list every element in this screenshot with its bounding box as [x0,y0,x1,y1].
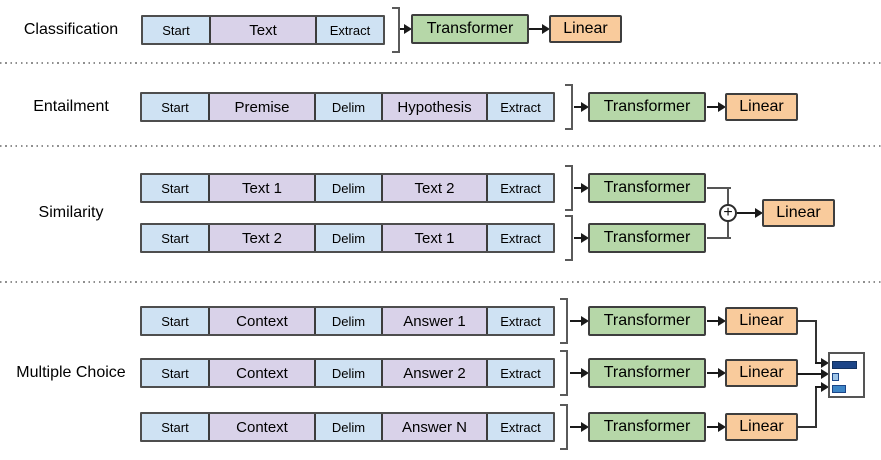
cell-text1: Text 1 [208,175,314,201]
arrow [707,102,726,112]
cell-extract: Extract [486,308,553,334]
arrow [707,316,726,326]
cell-extract: Extract [486,94,553,120]
cell-extract: Extract [315,17,383,43]
section-label-classification: Classification [23,21,119,38]
transformer-block: Transformer [588,173,706,203]
bracket [565,84,573,130]
section-label-multiple-choice: Multiple Choice [16,364,126,381]
cell-context: Context [208,360,314,386]
dotted-separator [0,62,881,64]
cell-delim: Delim [314,94,381,120]
bracket [560,404,568,450]
cell-text: Text [209,17,315,43]
connector-line [797,426,817,428]
cell-extract: Extract [486,360,553,386]
bracket [560,350,568,396]
cell-text2: Text 2 [208,225,314,251]
linear-block: Linear [725,413,798,441]
connector-line [707,187,731,189]
connector-line [707,237,731,239]
cell-extract: Extract [486,175,553,201]
cell-extract: Extract [486,225,553,251]
cell-start: Start [142,308,208,334]
bracket [560,298,568,344]
input-sequence-entailment: Start Premise Delim Hypothesis Extract [140,92,555,122]
input-sequence-similarity-2: Start Text 2 Delim Text 1 Extract [140,223,555,253]
dotted-separator [0,281,881,283]
arrow [707,422,726,432]
connector-line [815,386,817,428]
arrow [570,422,589,432]
bracket [565,165,573,211]
output-bar [832,373,839,381]
arrow [574,102,589,112]
input-sequence-choice-2: Start Context Delim Answer 2 Extract [140,358,555,388]
input-sequence-classification: Start Text Extract [141,15,385,45]
cell-start: Start [142,414,208,440]
cell-delim: Delim [314,360,381,386]
cell-delim: Delim [314,175,381,201]
transformer-block: Transformer [411,14,529,44]
linear-block: Linear [762,199,835,227]
arrow [737,208,763,218]
input-sequence-similarity-1: Start Text 1 Delim Text 2 Extract [140,173,555,203]
transformer-block: Transformer [588,358,706,388]
cell-start: Start [142,94,208,120]
cell-answer1: Answer 1 [381,308,486,334]
cell-start: Start [143,17,209,43]
linear-block: Linear [725,359,798,387]
cell-answer-n: Answer N [381,414,486,440]
output-bar [832,385,846,393]
input-sequence-choice-1: Start Context Delim Answer 1 Extract [140,306,555,336]
transformer-block: Transformer [588,412,706,442]
linear-block: Linear [725,93,798,121]
arrow [574,183,589,193]
arrow [570,316,589,326]
connector-line [815,320,817,364]
transformer-block: Transformer [588,306,706,336]
linear-block: Linear [725,307,798,335]
linear-block: Linear [549,15,622,43]
arrow [574,233,589,243]
cell-text1: Text 1 [381,225,486,251]
plus-glyph: + [723,204,733,221]
cell-answer2: Answer 2 [381,360,486,386]
bracket [565,215,573,261]
cell-context: Context [208,414,314,440]
connector-line [797,320,817,322]
cell-hypothesis: Hypothesis [381,94,486,120]
output-distribution-chart [828,352,865,398]
cell-delim: Delim [314,225,381,251]
connector-line [727,187,729,205]
arrow [707,368,726,378]
cell-text2: Text 2 [381,175,486,201]
cell-start: Start [142,360,208,386]
arrow [570,368,589,378]
arrow [815,358,829,368]
output-bar [832,361,857,369]
cell-delim: Delim [314,414,381,440]
cell-context: Context [208,308,314,334]
arrow [400,24,412,34]
arrow [529,24,550,34]
cell-start: Start [142,175,208,201]
arrow [797,369,829,379]
transformer-block: Transformer [588,223,706,253]
arrow [815,382,829,392]
sum-icon: + [719,204,737,222]
input-sequence-choice-n: Start Context Delim Answer N Extract [140,412,555,442]
transformer-block: Transformer [588,92,706,122]
connector-line [727,221,729,239]
cell-premise: Premise [208,94,314,120]
cell-extract: Extract [486,414,553,440]
cell-start: Start [142,225,208,251]
section-label-entailment: Entailment [33,98,109,115]
section-label-similarity: Similarity [38,204,104,221]
bracket [392,7,400,53]
dotted-separator [0,145,881,147]
cell-delim: Delim [314,308,381,334]
